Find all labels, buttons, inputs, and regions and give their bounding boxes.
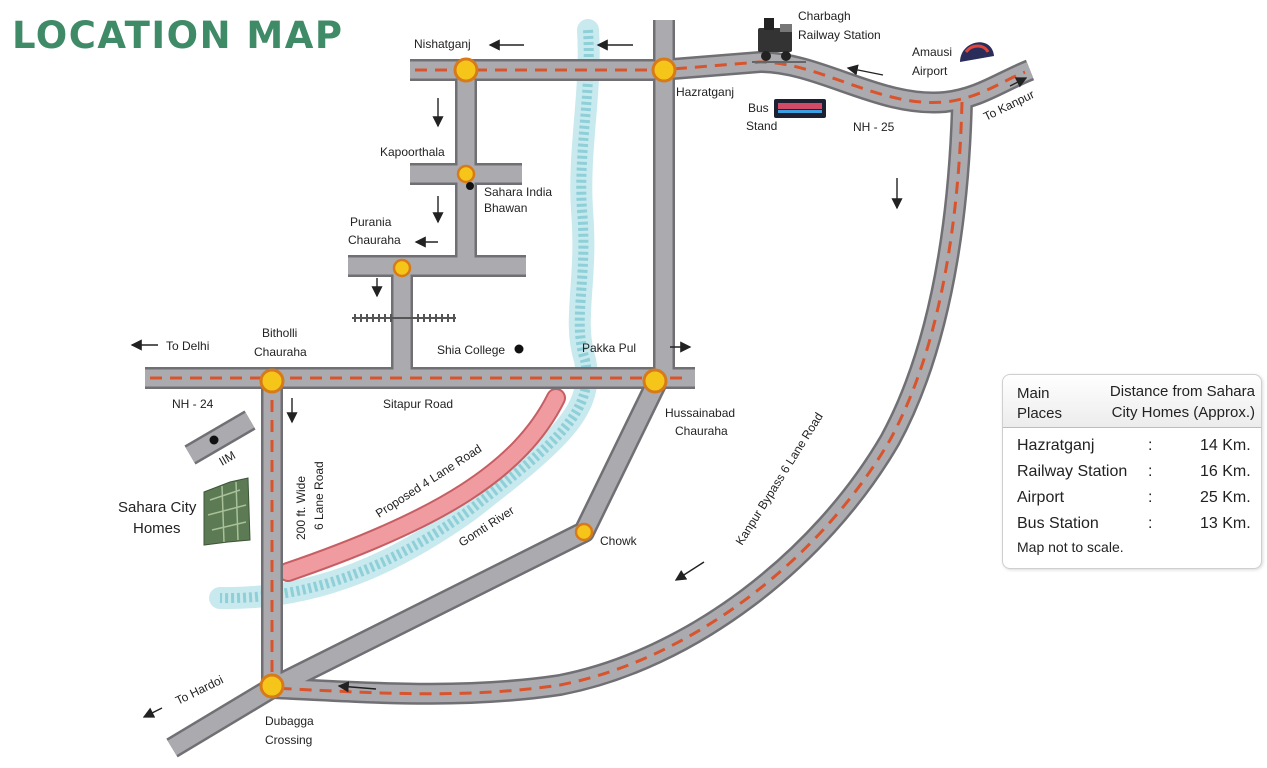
label-crossing: Crossing — [265, 733, 312, 747]
label-to-delhi: To Delhi — [166, 339, 209, 353]
legend-row: Railway Station : 16 Km. — [1017, 463, 1251, 480]
junctions — [259, 57, 677, 699]
label-sahara-city: Sahara City — [118, 499, 197, 516]
label-iim: IIM — [217, 448, 238, 468]
junction-hazratganj — [651, 57, 677, 83]
legend-scale-note: Map not to scale. — [1017, 539, 1124, 555]
label-charbagh: Charbagh — [798, 9, 851, 23]
label-dubagga: Dubagga — [265, 714, 314, 728]
airport-icon — [960, 42, 994, 62]
road-network — [145, 20, 1035, 758]
bus-icon — [774, 99, 826, 118]
legend-header: Main Places Distance from Sahara City Ho… — [1003, 375, 1261, 428]
junction-purania — [392, 258, 412, 278]
label-bitholli: Bitholli — [262, 326, 297, 340]
label-airport: Airport — [912, 64, 948, 78]
label-chowk: Chowk — [600, 534, 638, 548]
label-sitapur-road: Sitapur Road — [383, 397, 453, 411]
distance-legend: Main Places Distance from Sahara City Ho… — [1002, 374, 1262, 569]
sahara-homes-icon — [203, 477, 251, 546]
legend-main-places: Main Places — [1017, 385, 1063, 422]
label-bhawan: Bhawan — [484, 201, 527, 215]
label-homes: Homes — [133, 520, 181, 537]
label-bitholli-chauraha: Chauraha — [254, 345, 307, 359]
junction-dubagga — [259, 673, 285, 699]
legend-distance-heading: Distance from Sahara City Homes (Approx.… — [1109, 383, 1255, 421]
label-amausi: Amausi — [912, 45, 952, 59]
junction-hussainabad — [642, 368, 668, 394]
legend-row: Airport : 25 Km. — [1017, 489, 1251, 506]
label-purania-chauraha: Chauraha — [348, 233, 401, 247]
label-to-hardoi: To Hardoi — [173, 673, 225, 708]
label-stand: Stand — [746, 119, 777, 133]
label-nishatganj: Nishatganj — [414, 37, 471, 51]
label-nh24: NH - 24 — [172, 397, 214, 411]
sahara-bhawan-dot — [466, 182, 474, 190]
label-nh25: NH - 25 — [853, 120, 895, 134]
shia-college-dot — [514, 344, 524, 354]
junction-bitholli — [259, 368, 285, 394]
junction-chowk — [574, 522, 594, 542]
label-hussainabad: Hussainabad — [665, 406, 735, 420]
legend-row: Bus Station : 13 Km. — [1017, 515, 1251, 532]
label-hussainabad-chauraha: Chauraha — [675, 424, 728, 438]
label-purania: Purania — [350, 215, 392, 229]
label-pakka-pul: Pakka Pul — [582, 341, 636, 355]
junction-nishatganj — [453, 57, 479, 83]
label-sahara-india: Sahara India — [484, 185, 552, 199]
map-title: LOCATION MAP — [12, 14, 344, 57]
iim-dot — [209, 435, 219, 445]
direction-arrows — [130, 39, 1028, 718]
label-200ft: 200 ft. Wide — [294, 476, 308, 540]
legend-row: Hazratganj : 14 Km. — [1017, 437, 1251, 454]
label-shia-college: Shia College — [437, 343, 505, 357]
label-6-lane: 6 Lane Road — [312, 461, 326, 530]
railway-track — [352, 314, 456, 322]
label-kapoorthala: Kapoorthala — [380, 145, 445, 159]
label-bus: Bus — [748, 101, 769, 115]
train-icon — [752, 18, 806, 63]
junction-kapoorthala — [456, 164, 476, 184]
label-hazratganj: Hazratganj — [676, 85, 734, 99]
label-railway-station: Railway Station — [798, 28, 881, 42]
